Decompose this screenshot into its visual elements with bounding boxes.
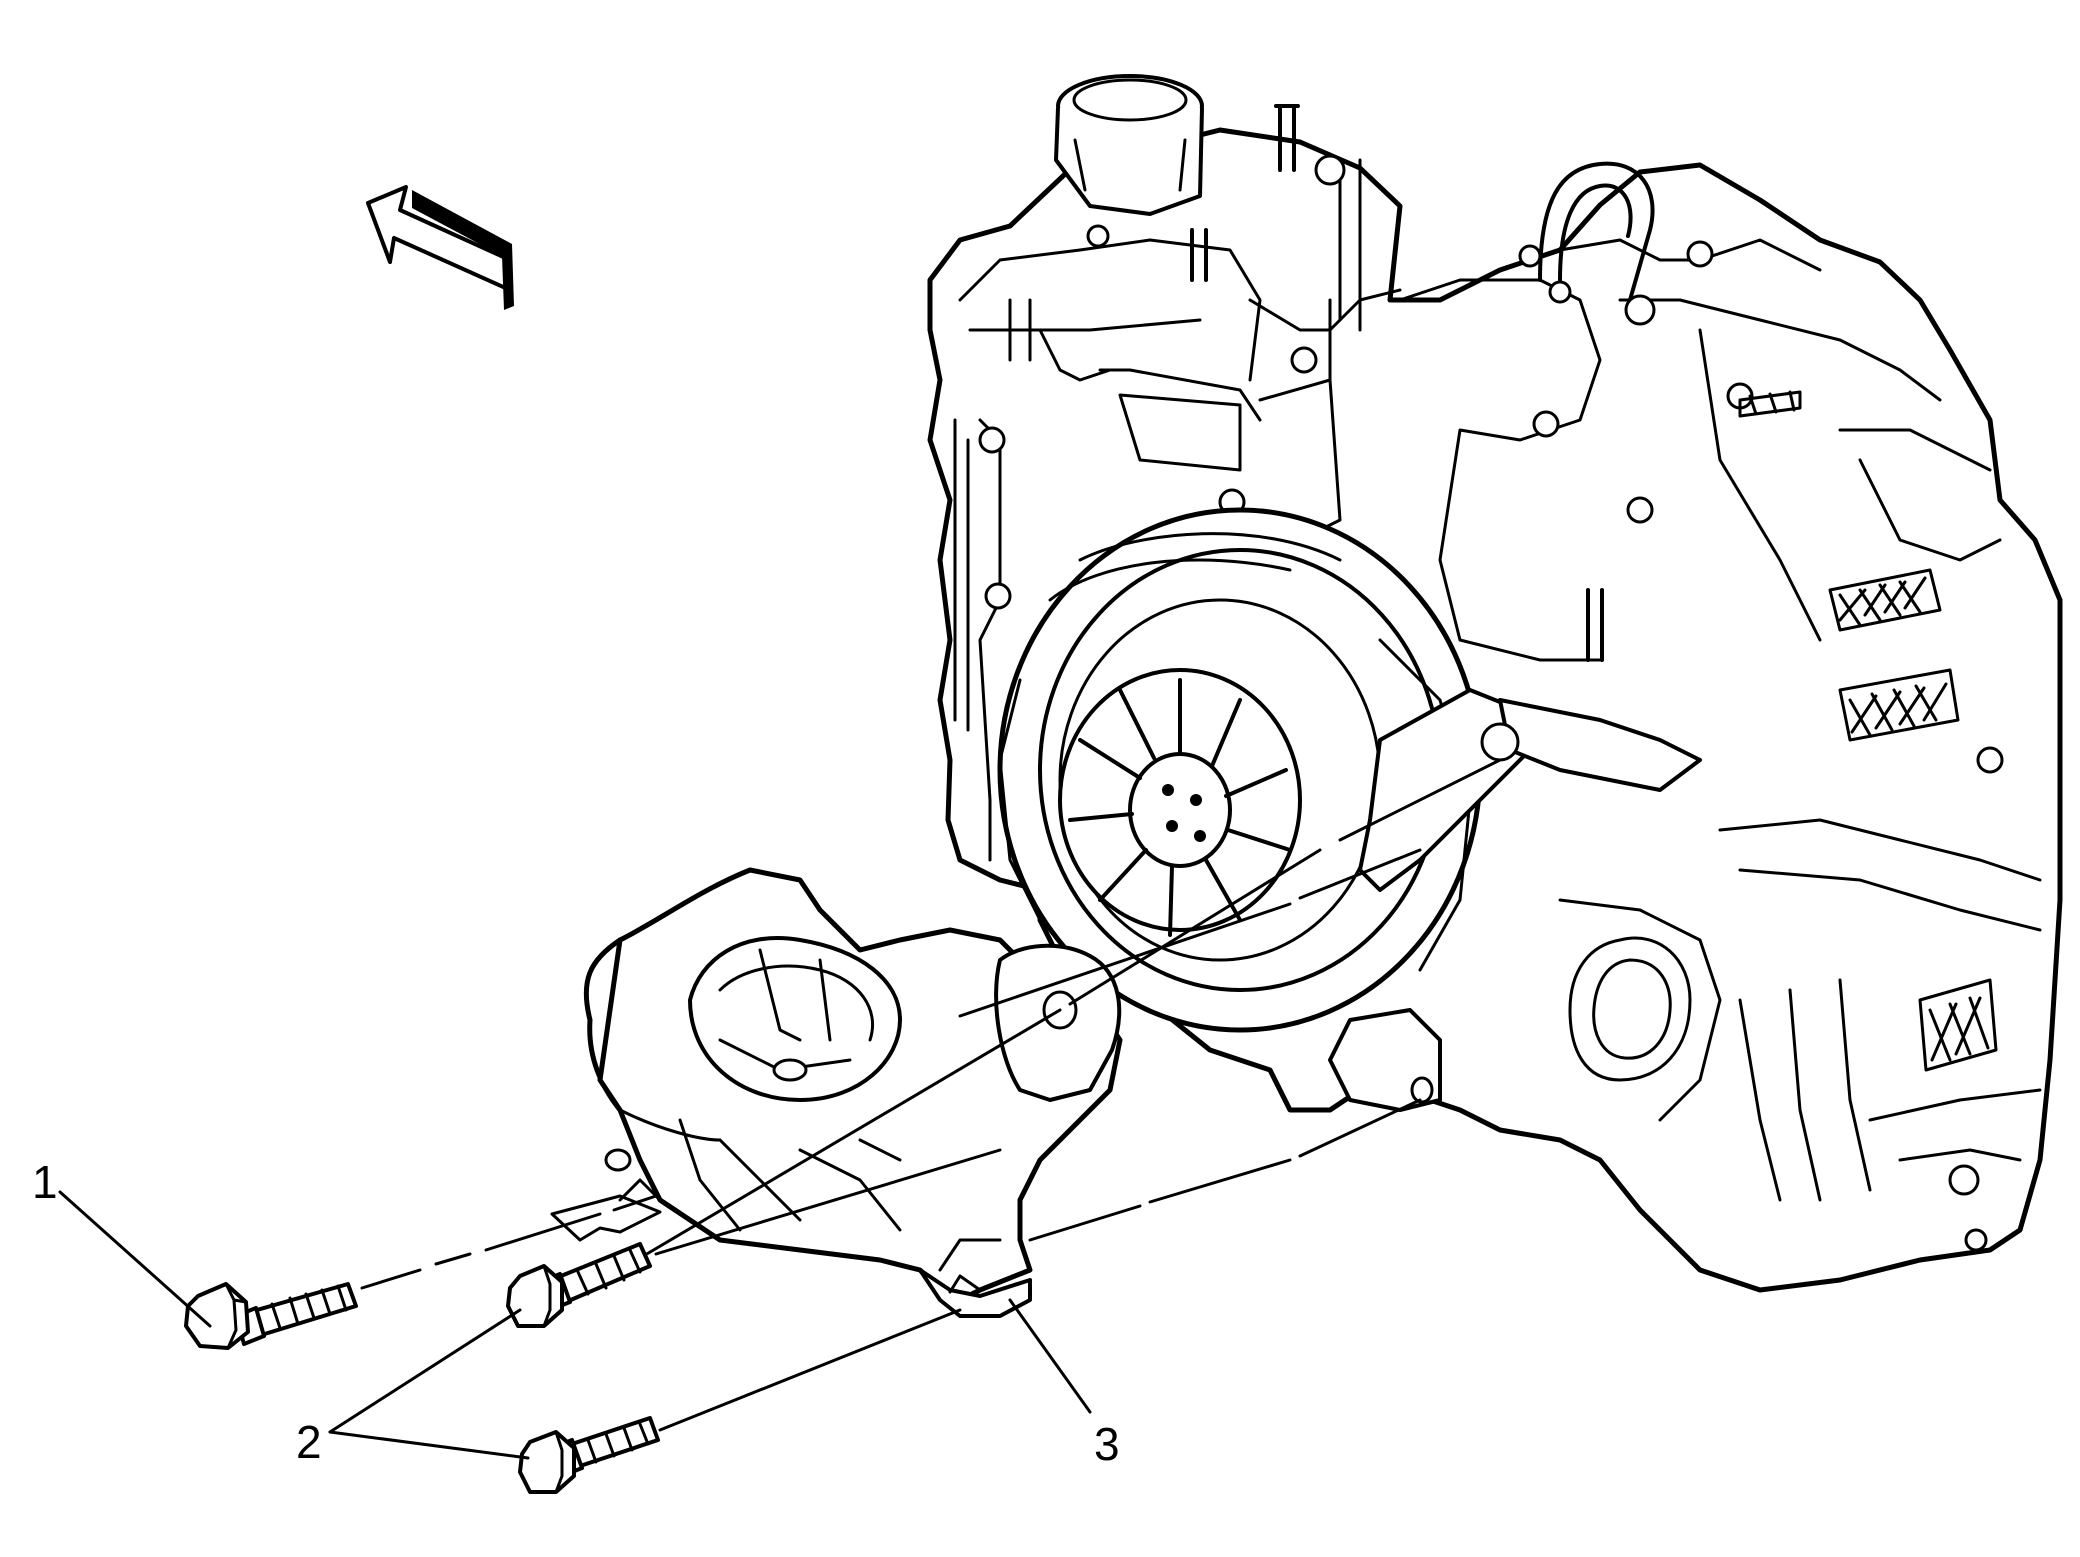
callout-1: 1: [32, 1156, 58, 1208]
front-direction-arrow-icon: [366, 185, 514, 310]
callout-3: 3: [1094, 1418, 1120, 1470]
bolt-2-lower: [518, 1416, 660, 1494]
alignment-lines: [360, 758, 1502, 1432]
callout-leaders: [58, 1190, 1092, 1460]
torque-converter: [997, 507, 1483, 1033]
callout-2: 2: [296, 1416, 322, 1468]
bolt-2-upper: [506, 1242, 652, 1328]
transmission-assembly: [927, 74, 2063, 1293]
bolt-1: [184, 1282, 358, 1350]
mount-bracket: [550, 867, 1123, 1318]
